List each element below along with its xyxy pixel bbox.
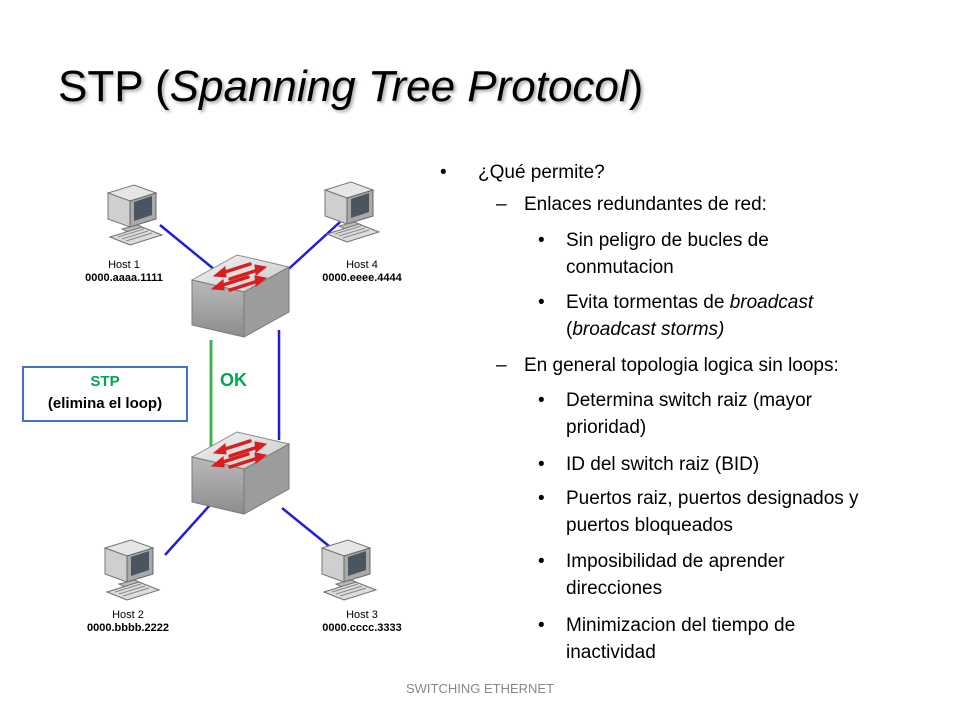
host1-name: Host 1 [108, 259, 140, 271]
link-host1-switch [159, 224, 216, 271]
bullet-dot-icon: • [440, 162, 447, 183]
slide-title: STP (Spanning Tree Protocol) [58, 62, 644, 111]
host4-name: Host 4 [346, 259, 378, 271]
pc-icon [107, 184, 163, 246]
bullet-dot-icon: • [538, 488, 545, 509]
bullet-dot-icon: • [538, 390, 545, 411]
pc-icon [324, 181, 380, 243]
host1-mac: 0000.aaaa.1111 [85, 272, 163, 284]
slide-footer: SWITCHING ETHERNET [405, 681, 555, 696]
bullet-dot-icon: • [538, 230, 545, 251]
stp-description: (elimina el loop) [47, 395, 163, 412]
bullet-dot-icon: • [538, 292, 545, 313]
switch-top [190, 253, 291, 339]
link-host2-switch [164, 504, 211, 556]
host3-name: Host 3 [346, 609, 378, 621]
dash-icon: – [496, 355, 507, 376]
ok-label: OK [220, 370, 247, 390]
pc-icon [104, 539, 160, 601]
host2-name: Host 2 [112, 609, 144, 621]
stp-callout-box: STP (elimina el loop) [22, 366, 188, 422]
dash-icon: – [496, 194, 507, 215]
stp-label: STP [90, 373, 120, 390]
pc-icon [321, 539, 377, 601]
host2-mac: 0000.bbbb.2222 [87, 622, 169, 634]
host4-mac: 0000.eeee.4444 [322, 272, 402, 284]
bullet-dot-icon: • [538, 454, 545, 475]
bullet-dot-icon: • [538, 551, 545, 572]
link-host4-switch [281, 221, 341, 276]
bullet-dot-icon: • [538, 615, 545, 636]
host3-mac: 0000.cccc.3333 [322, 622, 402, 634]
switch-bottom [190, 430, 291, 516]
